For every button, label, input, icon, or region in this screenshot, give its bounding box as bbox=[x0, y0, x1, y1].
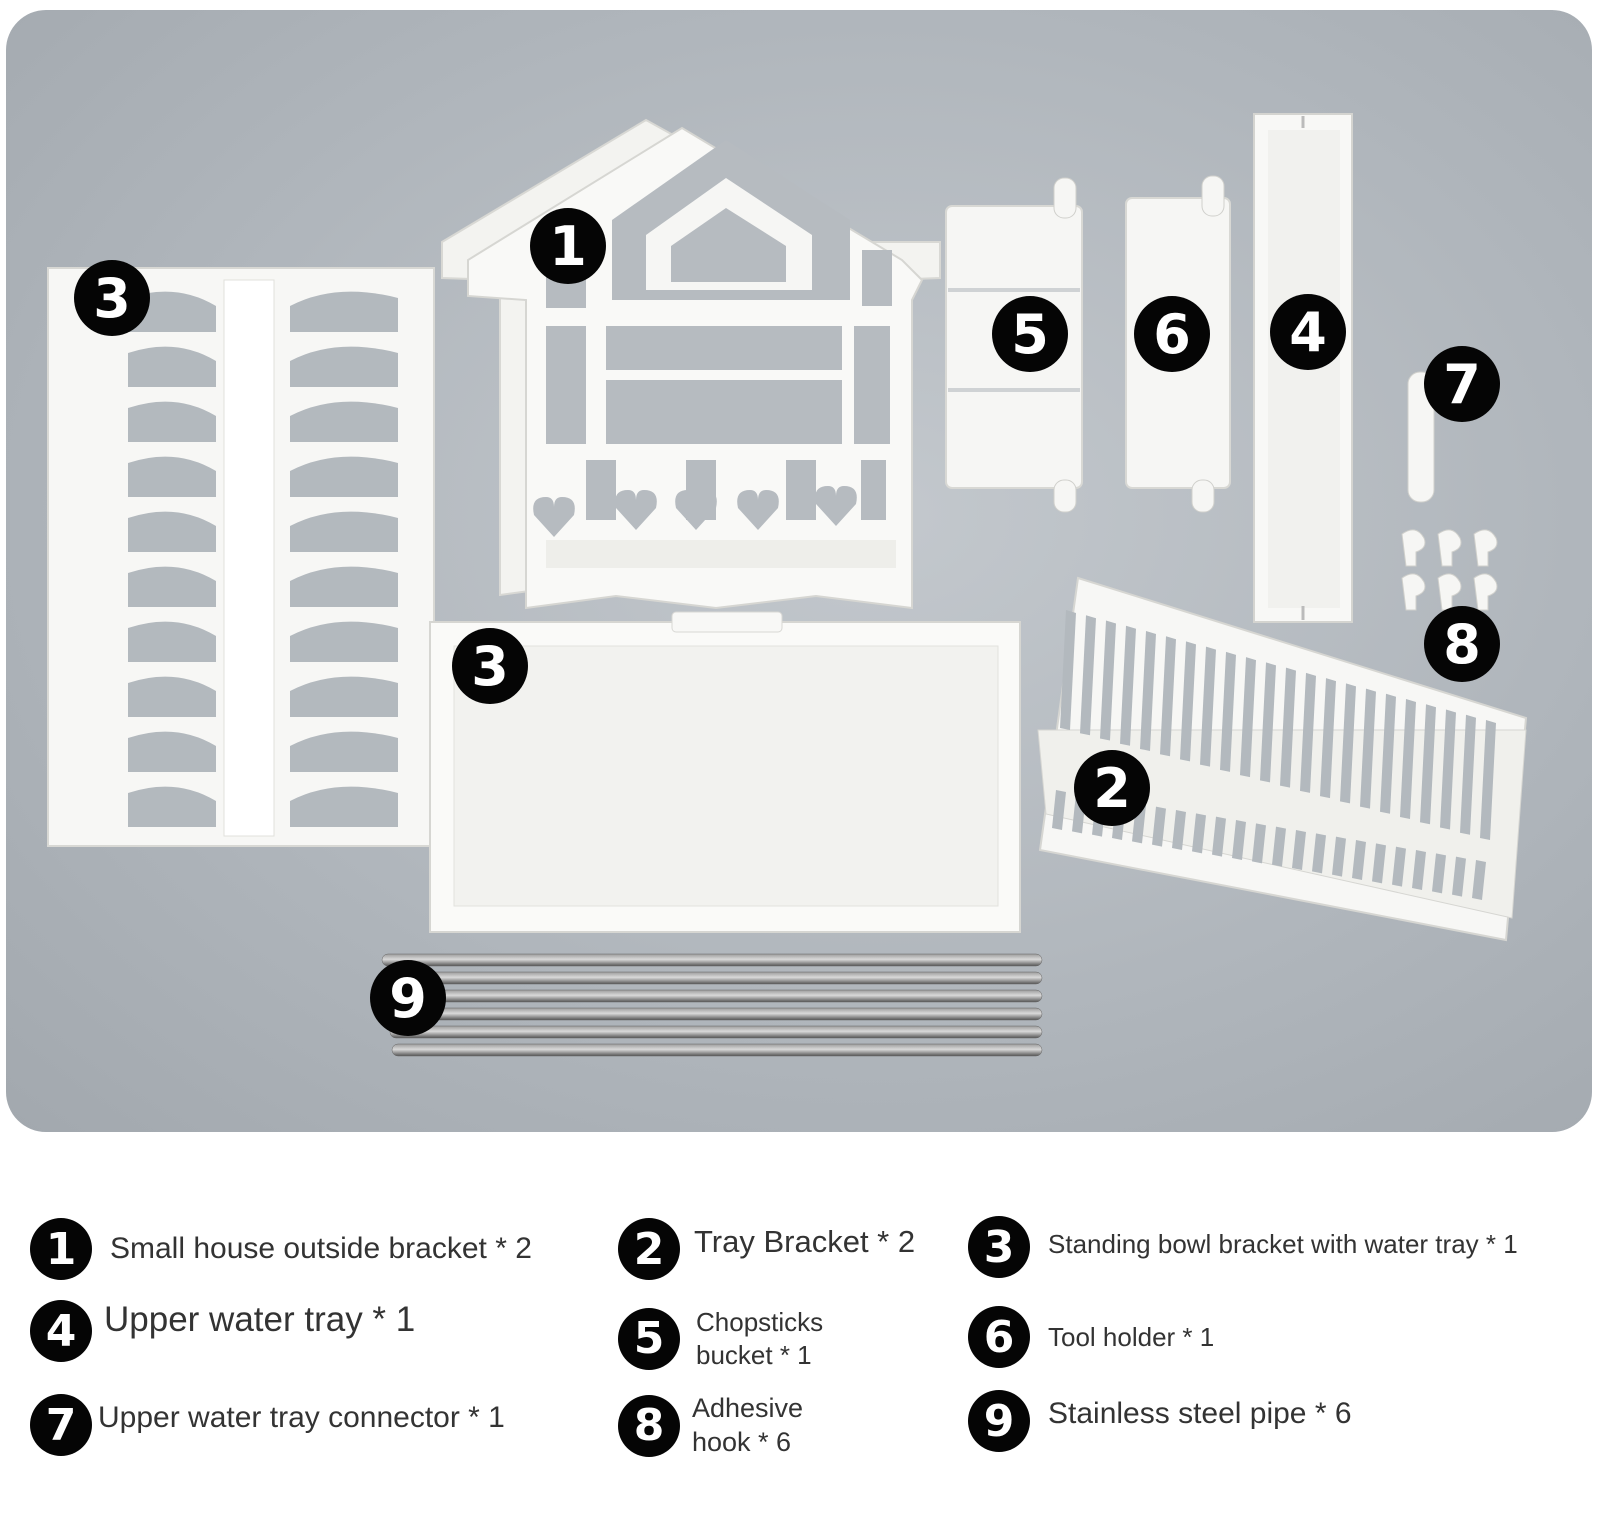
legend-number: 1 bbox=[30, 1218, 92, 1280]
badge-8: 8 bbox=[1424, 606, 1500, 682]
parts-illustration bbox=[47, 113, 1528, 1057]
legend-item-2: 2 Tray Bracket * 2 bbox=[618, 1218, 915, 1280]
legend-number: 3 bbox=[968, 1216, 1030, 1278]
legend-text: Stainless steel pipe * 6 bbox=[1048, 1397, 1352, 1431]
legend-item-8: 8 Adhesive hook * 6 bbox=[618, 1392, 832, 1460]
legend-item-7: 7 Upper water tray connector * 1 bbox=[30, 1394, 505, 1456]
badge-3-rack: 3 bbox=[74, 260, 150, 336]
legend-number: 6 bbox=[968, 1306, 1030, 1368]
legend-text: Chopsticks bucket * 1 bbox=[696, 1307, 824, 1370]
legend-text: Small house outside bracket * 2 bbox=[110, 1232, 532, 1266]
legend-number: 9 bbox=[968, 1390, 1030, 1452]
badge-4: 4 bbox=[1270, 294, 1346, 370]
steel-pipes-part bbox=[381, 953, 1043, 1057]
legend-number: 8 bbox=[618, 1394, 680, 1457]
house-bracket-part bbox=[441, 118, 941, 610]
connector-part bbox=[1407, 371, 1435, 503]
bowl-rack-part bbox=[47, 267, 435, 847]
adhesive-hooks-part bbox=[1401, 529, 1498, 611]
legend-item-4: 4 Upper water tray * 1 bbox=[30, 1300, 415, 1362]
legend-number: 2 bbox=[618, 1218, 680, 1280]
badge-3-tray: 3 bbox=[452, 628, 528, 704]
legend-number: 5 bbox=[618, 1307, 680, 1370]
product-photo: 1 3 3 5 6 4 7 8 2 9 bbox=[6, 10, 1592, 1132]
badge-2: 2 bbox=[1074, 750, 1150, 826]
water-tray-part bbox=[429, 611, 1021, 933]
legend-item-3: 3 Standing bowl bracket with water tray … bbox=[968, 1216, 1548, 1278]
legend-number: 4 bbox=[30, 1300, 92, 1362]
legend-item-1: 1 Small house outside bracket * 2 bbox=[30, 1218, 532, 1280]
legend-text: Upper water tray connector * 1 bbox=[98, 1401, 505, 1435]
badge-1: 1 bbox=[530, 208, 606, 284]
legend-text: Tool holder * 1 bbox=[1048, 1321, 1215, 1352]
legend-item-6: 6 Tool holder * 1 bbox=[968, 1306, 1218, 1368]
badge-5: 5 bbox=[992, 296, 1068, 372]
legend-number: 7 bbox=[30, 1394, 92, 1456]
legend-text: Adhesive hook * 6 bbox=[692, 1393, 804, 1457]
badge-9: 9 bbox=[370, 960, 446, 1036]
badge-7: 7 bbox=[1424, 346, 1500, 422]
legend-item-9: 9 Stainless steel pipe * 6 bbox=[968, 1390, 1352, 1452]
badge-6: 6 bbox=[1134, 296, 1210, 372]
legend-item-5: 5 Chopsticks bucket * 1 bbox=[618, 1306, 866, 1371]
legend-text: Tray Bracket * 2 bbox=[694, 1223, 916, 1259]
legend-text: Upper water tray * 1 bbox=[104, 1300, 416, 1340]
tray-bracket-part bbox=[1037, 576, 1528, 942]
legend-text: Standing bowl bracket with water tray * … bbox=[1048, 1228, 1518, 1259]
